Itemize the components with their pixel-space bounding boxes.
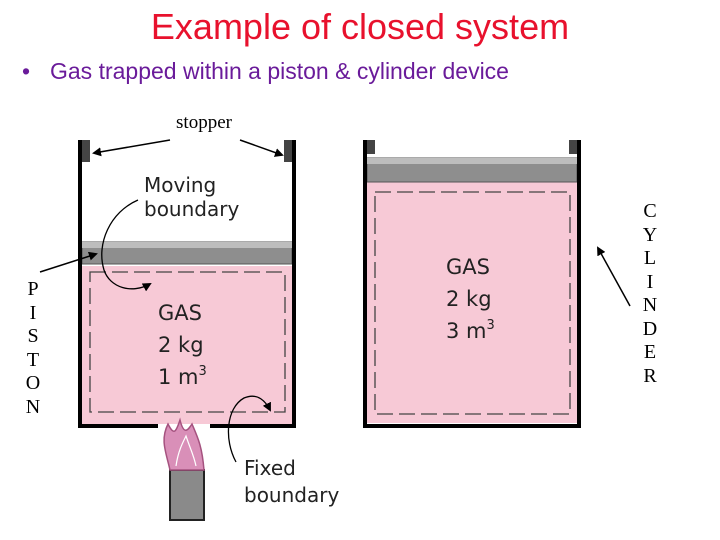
piston-letter: P [27,278,39,300]
right-stopper-right [569,140,577,154]
left-gas-region [82,266,292,424]
slide-title: Example of closed system [150,6,570,47]
flame [163,417,205,471]
stopper-arrow-left [92,139,171,157]
subtitle-text: Gas trapped within a piston & cylinder d… [50,58,509,84]
cylinder-letter: Y [642,223,658,246]
fixed-boundary-arrow [227,395,271,463]
left-gas-name: GAS [158,301,202,325]
right-gas-volume-exp: 3 [487,318,495,333]
stopper-label: stopper [176,112,233,133]
right-stopper-left [367,140,375,154]
cylinder-letter: E [643,341,657,363]
cylinder-letter: L [643,247,657,269]
bullet-marker: • [22,58,31,84]
right-gas-name: GAS [446,255,490,279]
moving-boundary-arrow [101,199,152,292]
left-gas-volume-value: 1 m [158,365,199,389]
cylinder-label: C Y L I N D E R [638,200,662,388]
piston-letter: O [25,372,41,394]
right-gas-mass: 2 kg [446,287,492,311]
left-cylinder [78,140,296,521]
left-stopper-right [284,140,292,162]
subtitle-line: • Gas trapped within a piston & cylinder … [22,58,702,85]
moving-boundary-label-1: Moving [144,173,216,197]
piston-letter: I [29,301,37,324]
piston-rod [169,469,205,521]
cylinder-letter: N [642,294,658,316]
right-gas-region [367,182,577,423]
cylinder-arrow [597,246,631,307]
piston-letter: S [27,325,39,347]
cylinder-letter: D [642,317,658,340]
right-cylinder [363,140,581,428]
right-gas-volume-value: 3 m [446,319,487,343]
cylinder-letter: I [646,270,654,293]
cylinder-letter: C [643,200,657,222]
left-gas-volume: 1 m3 [158,364,207,389]
left-stopper-left [82,140,90,162]
piston-letter: N [25,395,41,418]
moving-boundary-label-2: boundary [144,197,239,221]
right-gas-volume: 3 m3 [446,318,495,343]
piston-label: P I S T O N [22,278,44,419]
left-gas-mass: 2 kg [158,333,204,357]
piston-arrow [39,251,98,273]
fixed-boundary-label-1: Fixed [244,456,296,480]
fixed-boundary-label-2: boundary [244,483,339,507]
left-gas-volume-exp: 3 [199,364,207,379]
piston-letter: T [26,348,40,371]
stopper-arrow-right [239,139,284,157]
cylinder-letter: R [643,364,657,387]
